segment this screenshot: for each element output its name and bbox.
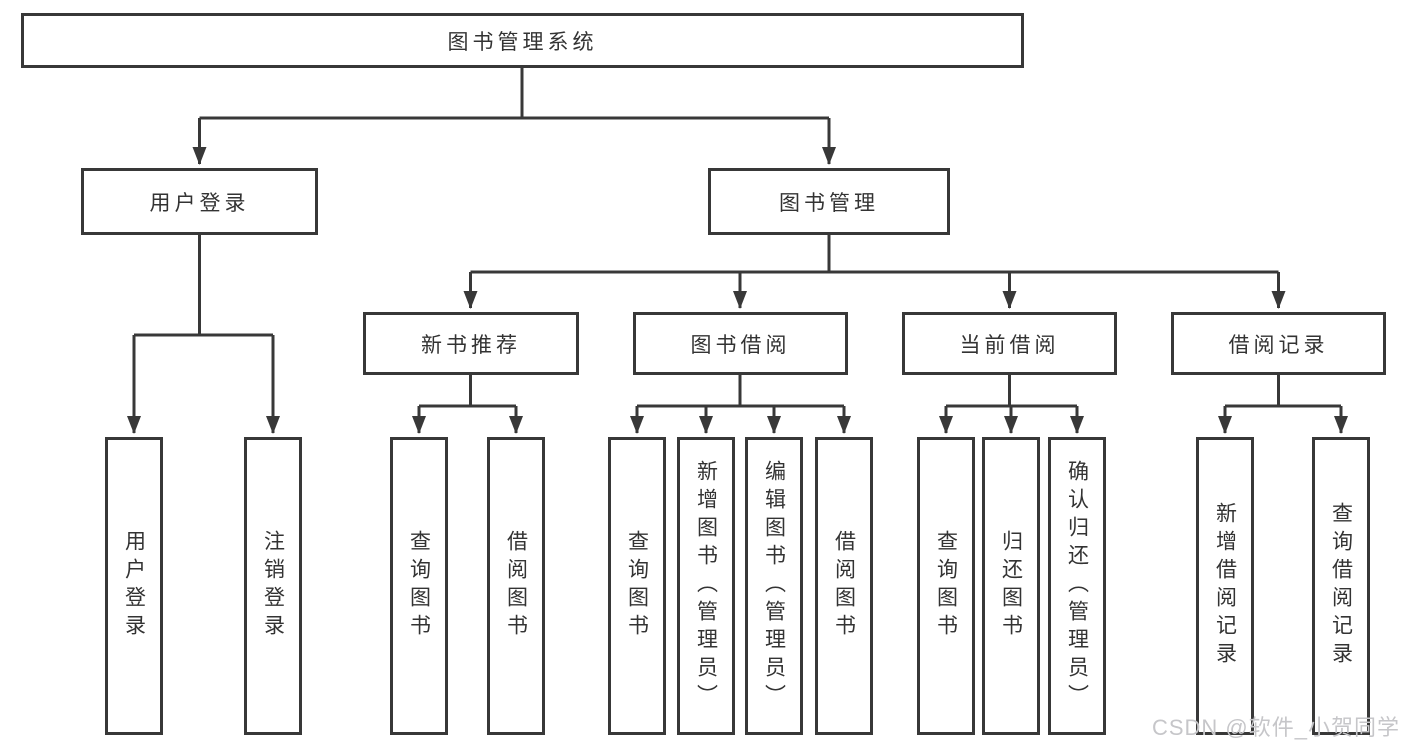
node-book-borrowing: 图书借阅: [633, 312, 848, 375]
node-current-borrowing: 当前借阅: [902, 312, 1117, 375]
leaf-edit-book-admin: 编辑图书（管理员）: [745, 437, 803, 735]
leaf-borrow-book-recommend: 借阅图书: [487, 437, 545, 735]
node-label: 新书推荐: [421, 333, 521, 357]
csdn-watermark: CSDN @软件_小贺同学: [1151, 715, 1400, 740]
node-label: 图书管理: [779, 191, 879, 215]
node-label: 查询借阅记录: [1329, 502, 1353, 670]
node-new-book-recommend: 新书推荐: [363, 312, 579, 375]
node-label: 新增图书（管理员）: [694, 460, 718, 712]
leaf-logout: 注销登录: [244, 437, 302, 735]
node-label: 新增借阅记录: [1213, 502, 1237, 670]
leaf-confirm-return-admin: 确认归还（管理员）: [1048, 437, 1106, 735]
node-label: 借阅图书: [832, 530, 856, 642]
node-label: 编辑图书（管理员）: [762, 460, 786, 712]
node-label: 查询图书: [407, 530, 431, 642]
node-label: 图书借阅: [690, 333, 791, 357]
node-label: 用户登录: [122, 530, 146, 642]
leaf-user-login: 用户登录: [105, 437, 163, 735]
node-label: 归还图书: [999, 530, 1023, 642]
node-label: 查询图书: [625, 530, 649, 642]
leaf-borrow-book-borrowing: 借阅图书: [815, 437, 873, 735]
node-user-login: 用户登录: [81, 168, 318, 235]
node-book-management: 图书管理: [708, 168, 950, 235]
leaf-add-book-admin: 新增图书（管理员）: [677, 437, 735, 735]
node-library-system: 图书管理系统: [21, 13, 1024, 68]
node-label: 图书管理系统: [447, 30, 598, 54]
node-borrowing-records: 借阅记录: [1171, 312, 1386, 375]
leaf-query-book-recommend: 查询图书: [390, 437, 448, 735]
leaf-add-borrow-record: 新增借阅记录: [1196, 437, 1254, 735]
leaf-query-book-borrowing: 查询图书: [608, 437, 666, 735]
node-label: 注销登录: [261, 530, 285, 642]
node-label: 确认归还（管理员）: [1065, 460, 1089, 712]
leaf-return-book: 归还图书: [982, 437, 1040, 735]
node-label: 借阅图书: [504, 530, 528, 642]
node-label: 借阅记录: [1228, 333, 1329, 357]
node-label: 当前借阅: [959, 333, 1060, 357]
node-label: 用户登录: [149, 191, 250, 215]
node-label: 查询图书: [934, 530, 958, 642]
leaf-query-borrow-record: 查询借阅记录: [1312, 437, 1370, 735]
leaf-query-book-current: 查询图书: [917, 437, 975, 735]
